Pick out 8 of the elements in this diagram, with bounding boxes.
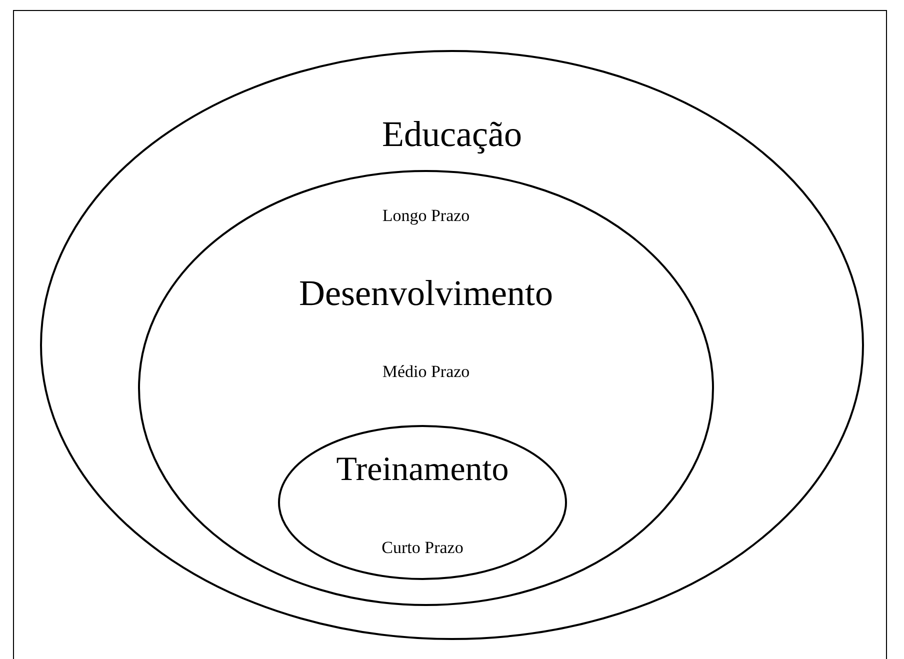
term-label: Médio Prazo xyxy=(382,362,470,382)
term-label: Curto Prazo xyxy=(382,538,464,558)
ellipse xyxy=(278,425,567,580)
ellipse-title: Treinamento xyxy=(336,450,509,490)
term-label: Longo Prazo xyxy=(382,206,470,226)
ellipse-title: Educação xyxy=(382,114,522,156)
ellipse xyxy=(138,170,714,606)
ellipse-title: Desenvolvimento xyxy=(299,273,553,314)
